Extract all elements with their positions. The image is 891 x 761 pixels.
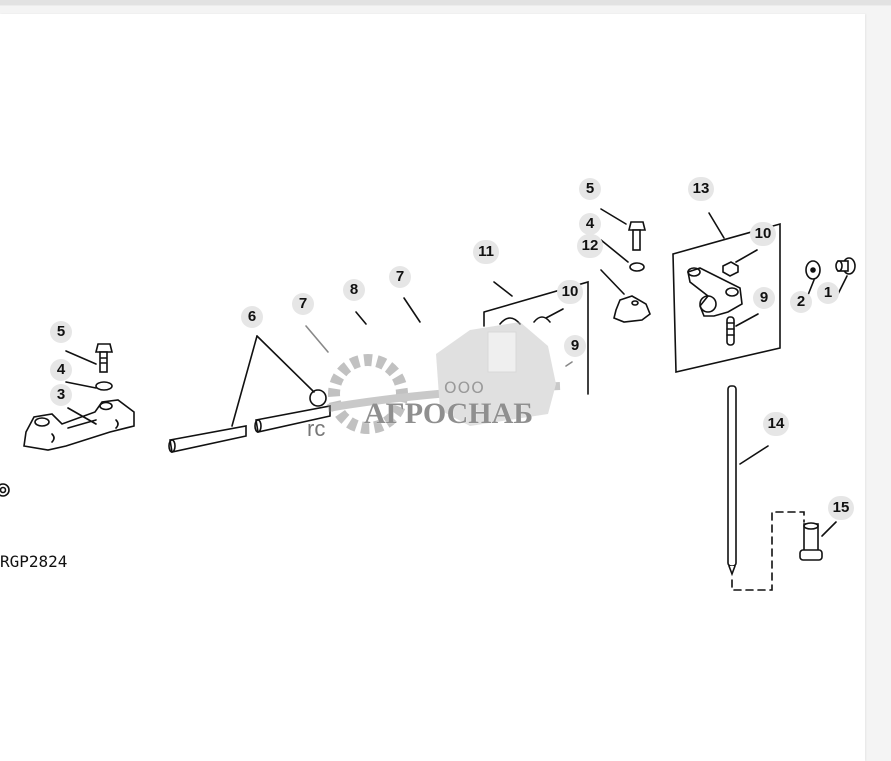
watermark-fragment: rc <box>307 416 326 441</box>
cap-screw-middle-icon <box>627 221 647 251</box>
callout-14[interactable]: 14 <box>763 412 789 436</box>
diagram-card: 5 4 3 6 7 8 7 11 10 9 5 4 12 13 10 9 2 1… <box>0 14 865 761</box>
washer-middle-icon <box>629 262 645 272</box>
callout-15[interactable]: 15 <box>828 496 854 520</box>
partial-nut-icon <box>0 483 10 497</box>
callout-13[interactable]: 13 <box>688 177 714 201</box>
callout-7-left[interactable]: 7 <box>292 293 314 315</box>
callout-9-left[interactable]: 9 <box>564 335 586 357</box>
callout-4-left[interactable]: 4 <box>50 359 72 381</box>
plug-icon <box>835 257 856 275</box>
push-rod-icon <box>727 385 737 577</box>
spacer-icon <box>613 295 651 323</box>
shaft-support-left-icon <box>23 399 135 451</box>
callout-12[interactable]: 12 <box>577 234 603 258</box>
callout-10-left[interactable]: 10 <box>557 280 583 304</box>
rocker-shaft-icon <box>168 389 331 453</box>
callout-7-right[interactable]: 7 <box>389 266 411 288</box>
callout-8[interactable]: 8 <box>343 279 365 301</box>
washer-left-icon <box>95 381 113 391</box>
cam-follower-icon <box>799 522 823 561</box>
callout-5-middle[interactable]: 5 <box>579 178 601 200</box>
callout-1[interactable]: 1 <box>817 282 839 304</box>
callout-10-right[interactable]: 10 <box>750 222 776 246</box>
callout-2[interactable]: 2 <box>790 291 812 313</box>
callout-9-right[interactable]: 9 <box>753 287 775 309</box>
watermark-brand: АГРОСНАБ <box>364 397 534 430</box>
callout-11[interactable]: 11 <box>473 240 499 264</box>
watermark-logo-icon <box>327 322 561 434</box>
figure-code: RGP2824 <box>0 552 68 571</box>
callout-5-left[interactable]: 5 <box>50 321 72 343</box>
nut-icon <box>722 261 739 277</box>
cap-screw-left-icon <box>94 343 114 373</box>
exploded-parts-diagram <box>0 208 856 591</box>
rocker-arm-icon <box>687 267 743 317</box>
adjusting-screw-icon <box>726 316 735 346</box>
callout-3[interactable]: 3 <box>50 384 72 406</box>
browser-top-strip <box>0 0 891 6</box>
callout-6[interactable]: 6 <box>241 306 263 328</box>
watermark-prefix: ООО <box>444 378 485 397</box>
callout-4-middle[interactable]: 4 <box>579 213 601 235</box>
